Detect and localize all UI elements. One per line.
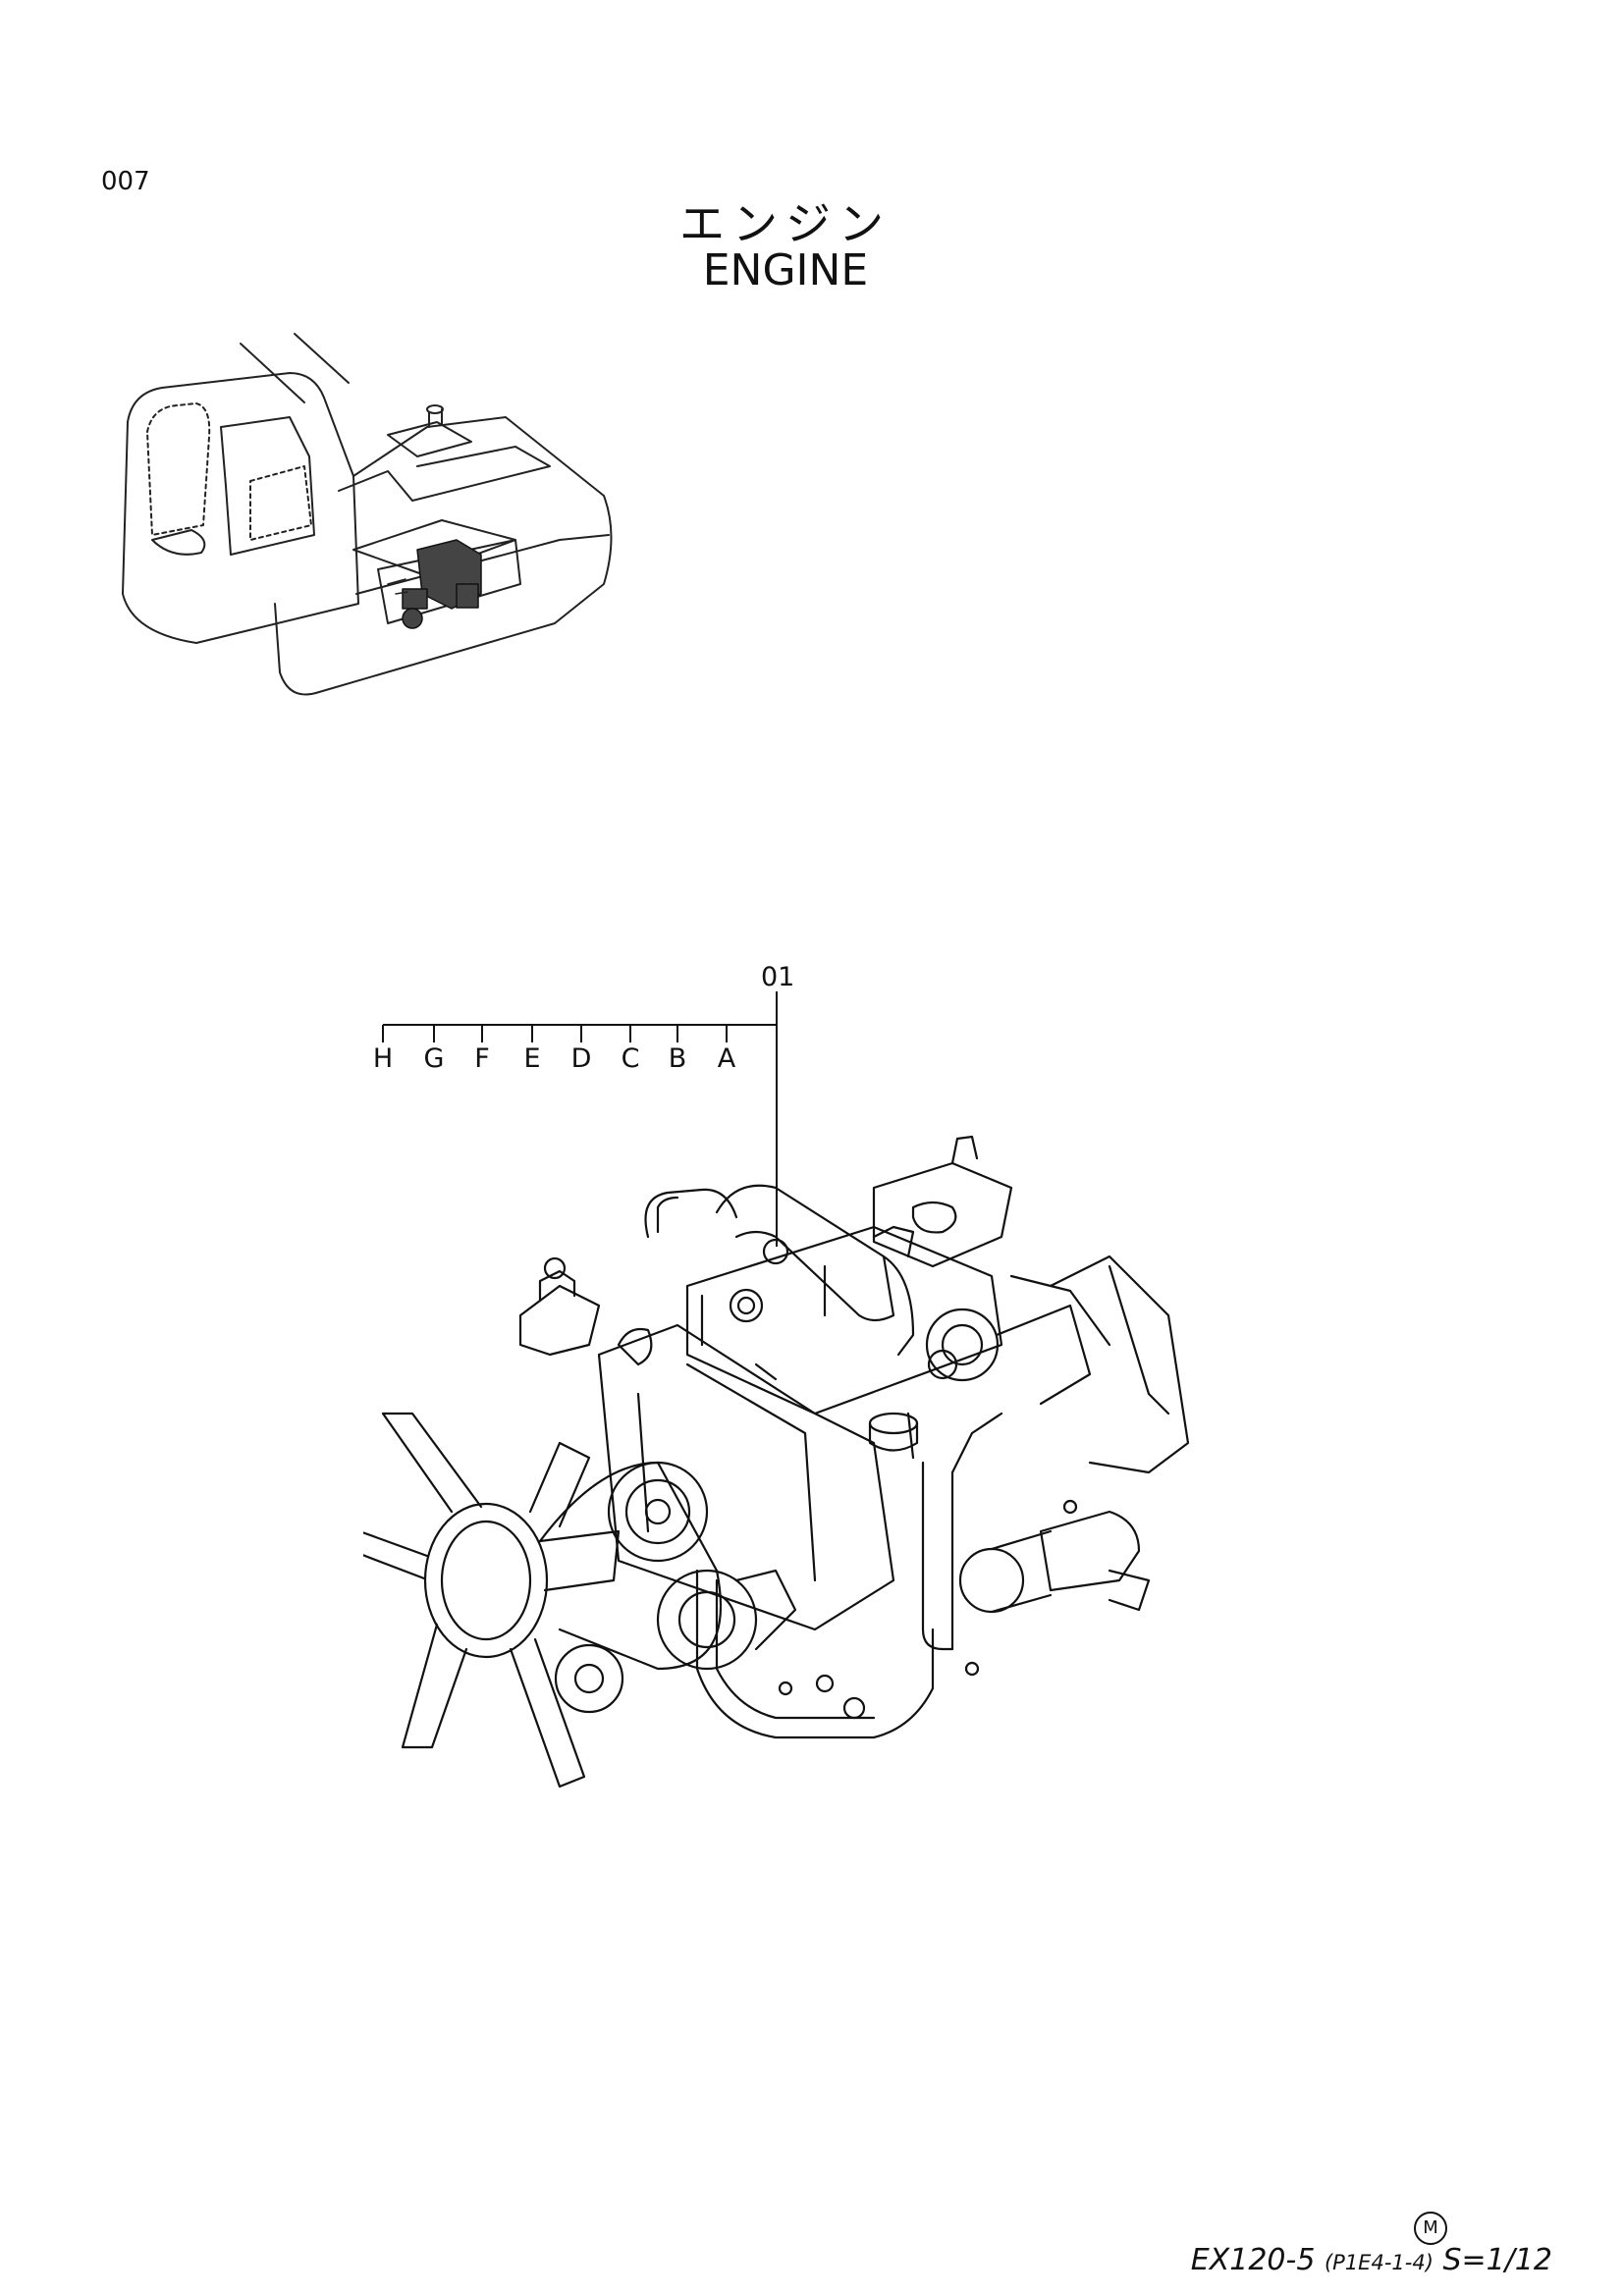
page-title-japanese: エンジン [679, 197, 892, 250]
callout-part-number: 01 [761, 962, 795, 992]
page-title: ENGINE [702, 245, 869, 295]
footer-model: EX120-5 [1190, 2243, 1316, 2277]
engine-illustration [363, 1135, 1190, 1789]
page-number: 007 [101, 167, 150, 196]
m-mark: M [1414, 2212, 1447, 2245]
footer-code: EX120-5 (P1E4-1-4) S=1/12 [1191, 2243, 1552, 2277]
variant-label-g: G [423, 1043, 445, 1074]
variant-label-c: C [621, 1043, 640, 1074]
variant-label-d: D [570, 1043, 592, 1074]
variant-label-b: B [668, 1043, 687, 1074]
locator-illustration [122, 333, 613, 696]
variant-label-e: E [523, 1043, 541, 1074]
footer-scale: S=1/12 [1442, 2243, 1552, 2277]
variant-label-a: A [717, 1043, 736, 1074]
variant-ticks [382, 1025, 728, 1042]
variant-label-f: F [474, 1043, 490, 1074]
callout-leaders [382, 991, 778, 1247]
footer-ref: (P1E4-1-4) [1324, 2251, 1434, 2274]
variant-label-h: H [372, 1043, 394, 1074]
